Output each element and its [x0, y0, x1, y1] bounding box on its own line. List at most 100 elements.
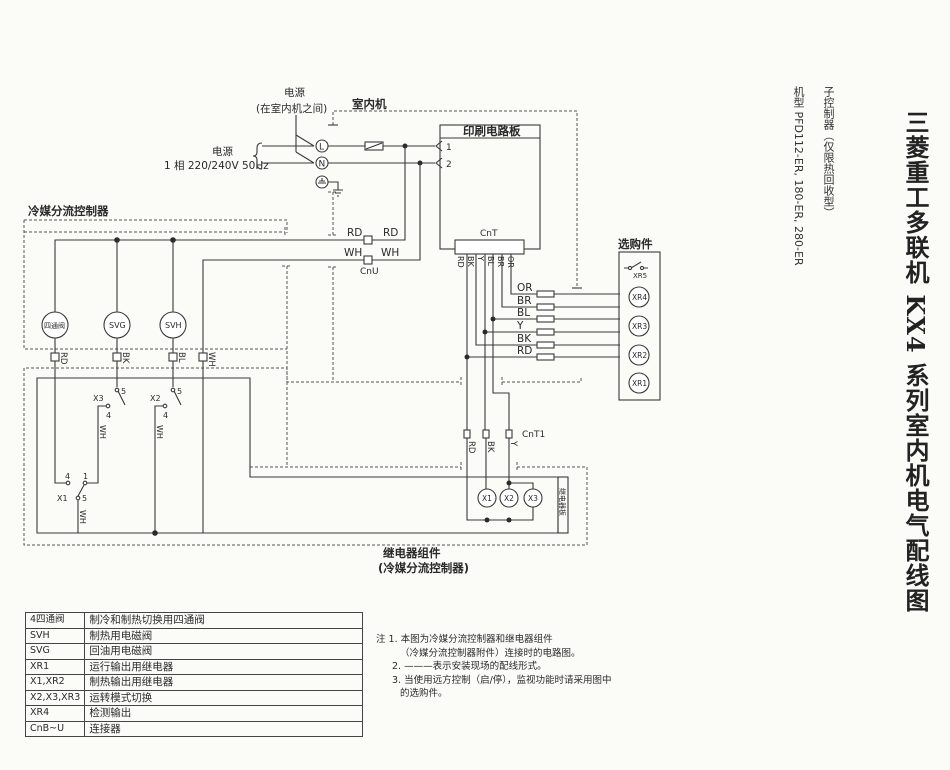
legend-code: SVH	[24, 627, 86, 644]
fuse-mark	[365, 142, 383, 150]
note-3: 3. 当使用远方控制（启/停），监视功能时请采用图中	[392, 674, 612, 686]
wire-label-y: Y	[516, 320, 524, 332]
legend-code: CnB~U	[24, 720, 86, 737]
wire-label: WH	[206, 352, 216, 367]
wire-rd	[54, 146, 406, 312]
cnt-pin: BK	[466, 256, 475, 267]
cnt-connector	[454, 239, 525, 255]
x3-relay-icon	[523, 488, 543, 508]
valve-connectors	[50, 338, 208, 484]
legend-desc: 运转模式切换	[84, 689, 363, 706]
pin-label: 5	[177, 387, 182, 396]
wire-label: Y	[508, 440, 518, 447]
wire-label: BK	[485, 441, 495, 453]
legend-code: SVG	[24, 643, 86, 660]
branch-controller-label: 冷媒分流控制器	[28, 204, 109, 218]
page-title: 三菱重工多联机 KX4 系列室内机电气配线图	[901, 110, 930, 613]
relay-assembly-label: 继电器组件	[383, 546, 441, 560]
svg-label: SVG	[109, 321, 126, 330]
wire-label: WH	[78, 510, 87, 524]
wire-label: WH	[98, 425, 107, 439]
legend-code: XR4	[24, 705, 86, 722]
terminal-l-label: L	[319, 143, 324, 153]
cnt-pin: Y	[476, 255, 485, 261]
cnt-pin: BL	[486, 256, 495, 266]
branch-controller-boundary	[23, 219, 288, 350]
relay-board-label-box	[557, 476, 569, 534]
power-supply-label: 电源	[212, 145, 233, 158]
legend-desc: 运行输出用继电器	[84, 658, 363, 675]
legend-desc: 制热输出用继电器	[84, 674, 363, 691]
pcb-pin2: 2	[446, 160, 452, 170]
note-1: 注 1. 本图为冷媒分流控制器和继电器组件	[376, 634, 553, 645]
legend-desc: 制热用电磁阀	[84, 627, 363, 644]
pin-label: 4	[65, 472, 70, 481]
wire-label: RD	[347, 227, 362, 239]
xr5-label: XR5	[633, 272, 647, 280]
pin-label: 5	[121, 387, 126, 396]
wire-label: RD	[466, 441, 476, 454]
optional-parts-label: 选购件	[618, 237, 653, 251]
pcb-label: 印刷电路板	[463, 124, 521, 138]
relay-board-frame	[36, 377, 559, 534]
xr2-relay-icon	[628, 344, 650, 366]
x2-switch-label: X2	[150, 394, 161, 403]
wire-label-br: BR	[517, 295, 532, 307]
model-line: 机型 PFD112-ER, 180-ER, 280-ER	[792, 86, 805, 266]
note-1-cont: （冷媒分流控制器附件）连接时的电路图。	[400, 647, 581, 659]
x1-relay-label: X1	[482, 494, 492, 503]
table-row: 4四通阀制冷和制热切换用四通阀	[24, 612, 363, 629]
legend-code: XR1	[24, 658, 86, 675]
legend-desc: 检测输出	[84, 705, 363, 722]
four-way-valve-label: 四通阀	[44, 321, 65, 330]
cnu-label: CnU	[360, 267, 379, 277]
pin-label: 5	[82, 494, 87, 503]
svh-label: SVH	[165, 321, 182, 330]
xr4-label: XR4	[632, 293, 647, 302]
pin-label: 1	[83, 472, 88, 481]
wire-label: WH	[344, 247, 362, 259]
wire-label-bk: BK	[517, 333, 532, 345]
relay-assembly-note: (冷媒分流控制器)	[378, 561, 469, 575]
ground-icon	[318, 178, 343, 197]
xr2-label: XR2	[632, 351, 647, 360]
power-between-units-label: 电源	[284, 86, 305, 99]
wire-label: BK	[120, 352, 130, 364]
brace-icon	[252, 142, 263, 170]
wire-wh	[202, 163, 421, 354]
relay-board-label: 继电器板	[558, 488, 567, 516]
field-wiring	[23, 191, 588, 546]
cnu-rd-connector	[363, 235, 373, 245]
wire-between-n	[295, 151, 315, 164]
wire-label-rd: RD	[517, 345, 532, 357]
cnt1-label: CnT1	[522, 430, 545, 440]
power-between-units-note: (在室内机之间)	[256, 102, 327, 115]
note-2: 2. ———表示安装现场的配线形式。	[392, 661, 547, 672]
wire-label: RD	[58, 352, 68, 365]
relay-switches	[65, 361, 204, 536]
cnt1-wiring	[463, 429, 534, 523]
legend-code: X2,X3,XR3	[24, 689, 86, 706]
cnt-pin: RD	[456, 256, 465, 268]
x1-relay-icon	[477, 488, 497, 508]
wire-label-or: OR	[517, 282, 533, 294]
wire-between-l	[295, 134, 315, 147]
switch-contact	[639, 265, 645, 271]
wire-label: RD	[383, 227, 398, 239]
power-spec-label: 1 相 220/240V 50Hz	[164, 159, 269, 172]
cnt-label: CnT	[480, 229, 498, 239]
legend-code: 4四通阀	[24, 612, 86, 629]
note-3-cont: 的选购件。	[400, 688, 448, 699]
wire-label: BL	[176, 352, 186, 363]
xr1-relay-icon	[628, 372, 650, 394]
x1-switch-label: X1	[57, 494, 68, 503]
wire-label-bl: BL	[517, 307, 530, 319]
